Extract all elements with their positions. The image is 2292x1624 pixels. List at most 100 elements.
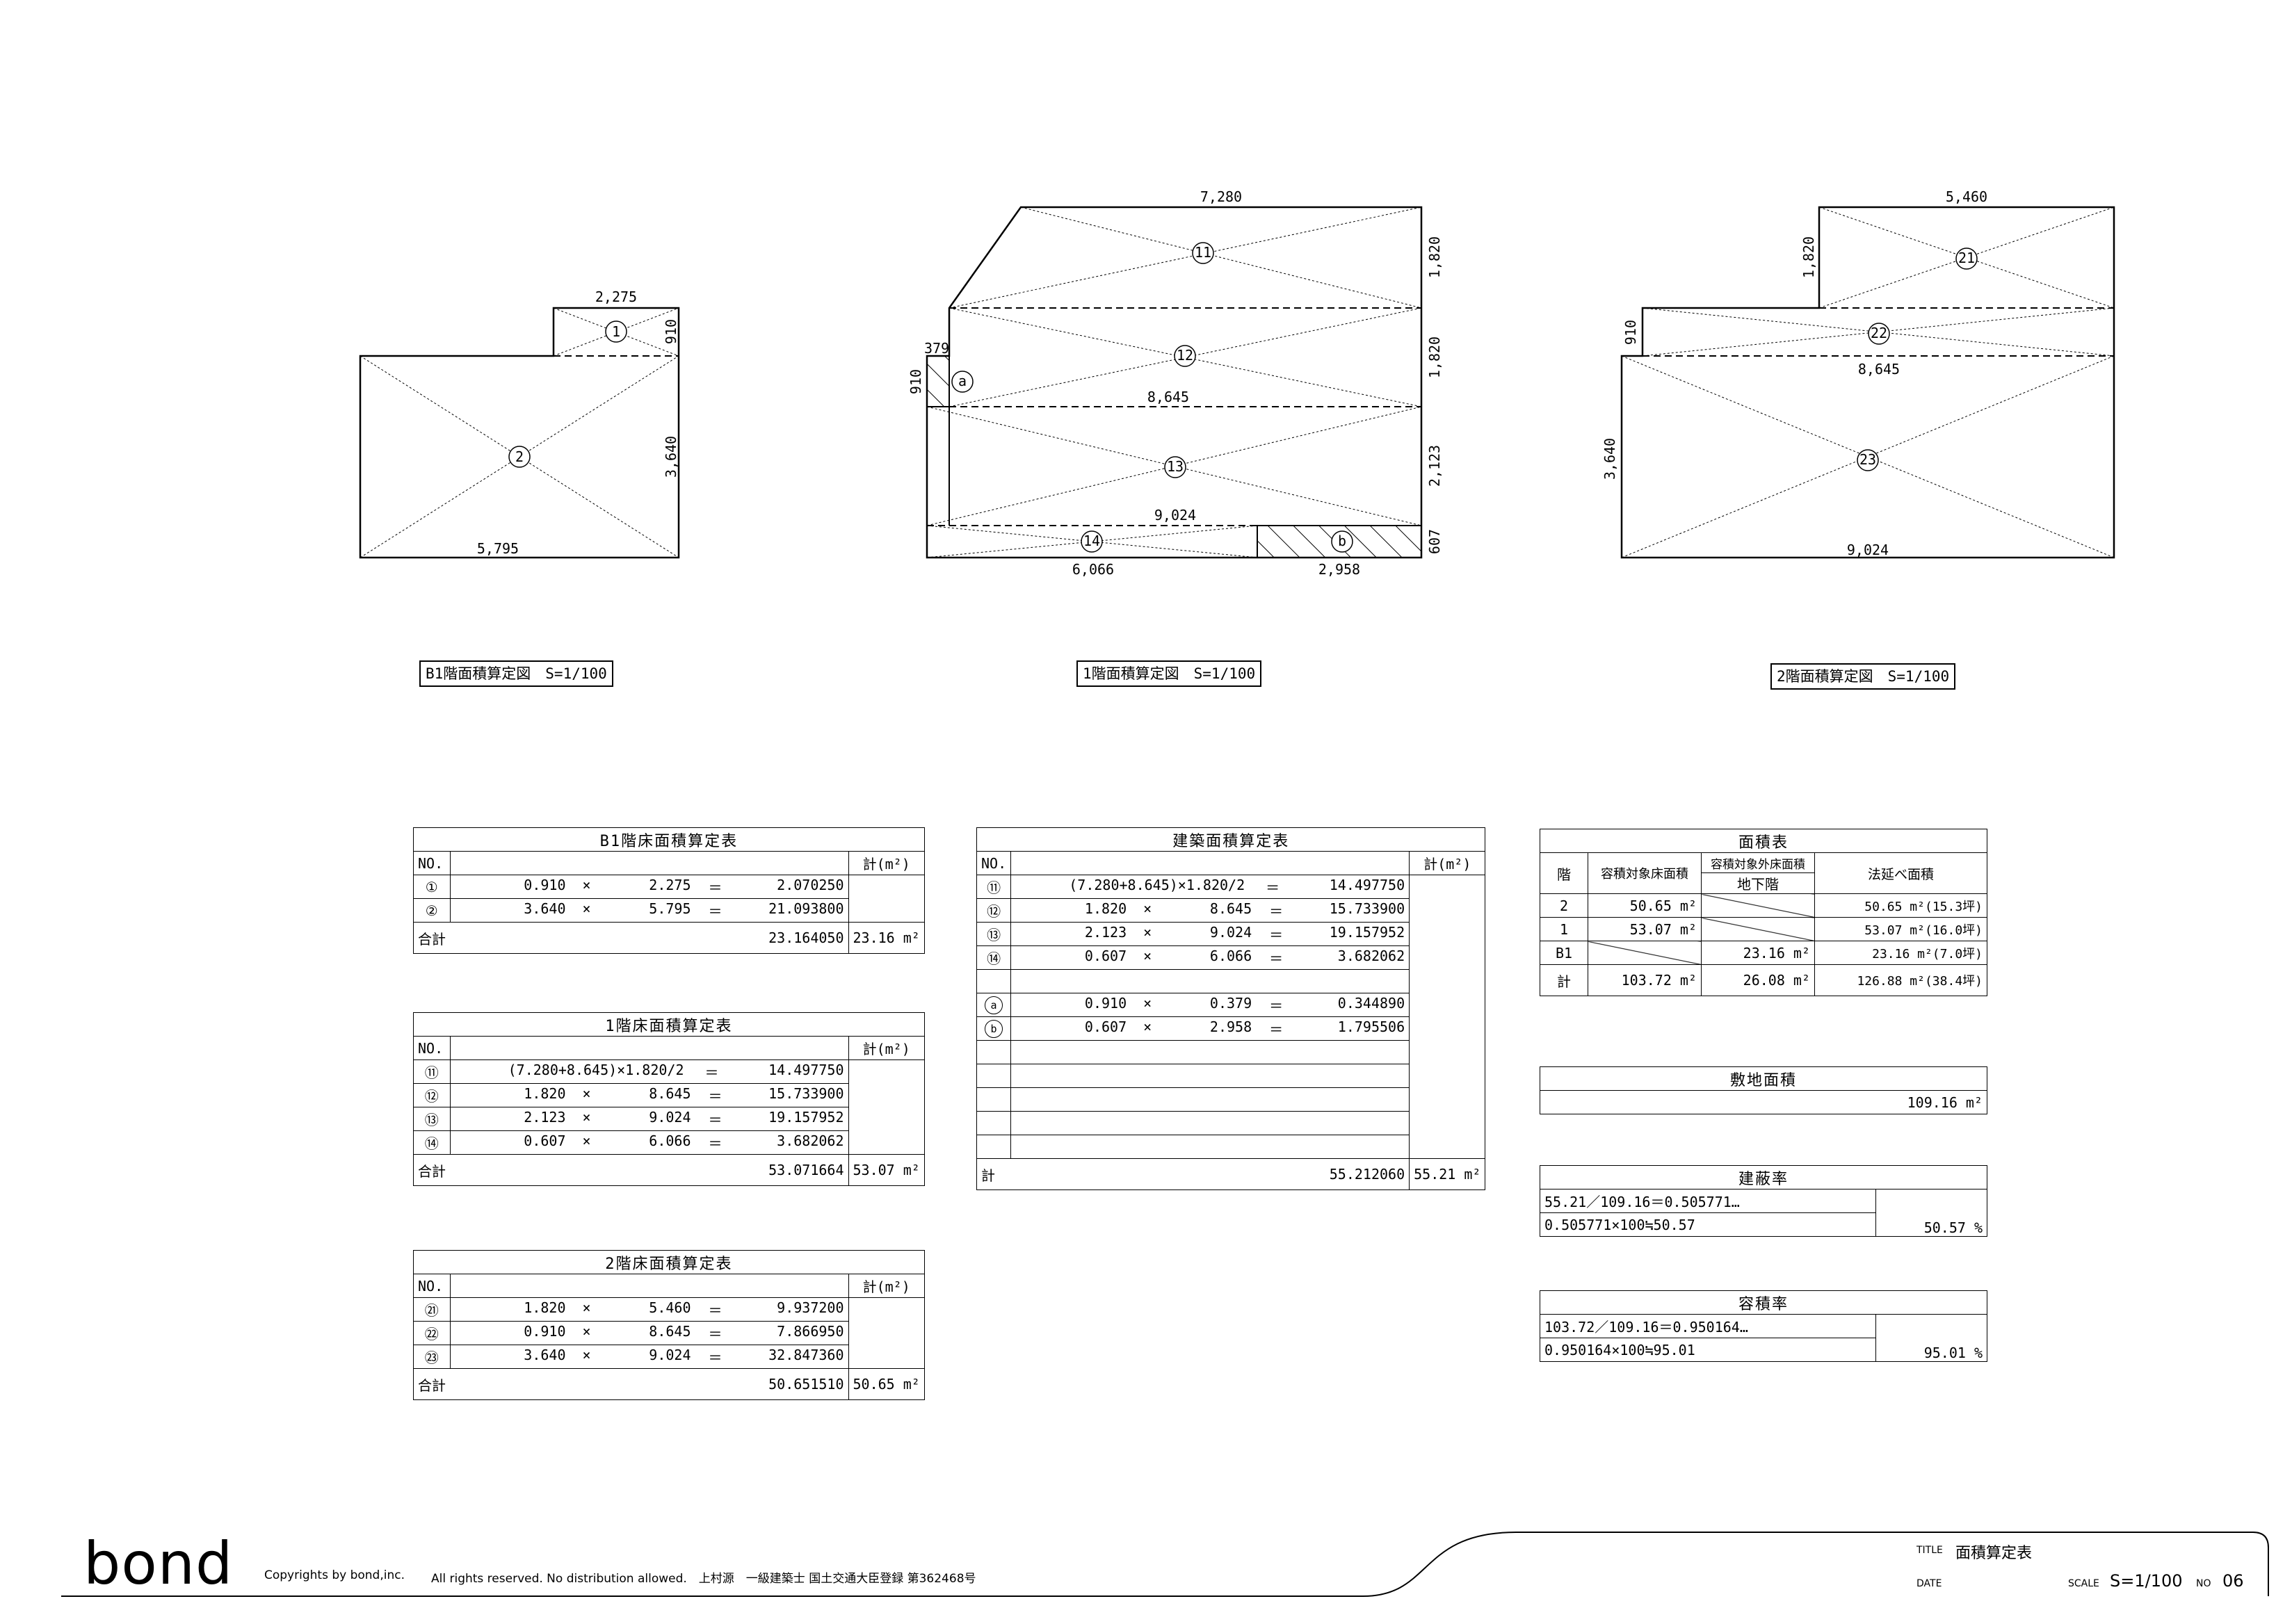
plan-2f-dim-bottom: 9,024 [1847, 542, 1889, 558]
plan-b1 [359, 307, 680, 559]
plan-1f-dim-top: 7,280 [1200, 188, 1242, 205]
plan-1f-dim-r3: 2,123 [1426, 445, 1443, 487]
total-m2: 50.65 m² [848, 1368, 925, 1400]
date-label: DATE [1916, 1578, 1942, 1589]
table-row: ⑪(7.280+8.645)×1.820/2＝14.497750 [976, 875, 1486, 1159]
coverage-ratio-table: 建蔽率 55.21／109.16＝0.505771…50.57 % 0.5057… [1540, 1165, 1987, 1237]
plan-b1-area-2: 2 [515, 448, 524, 465]
site-area-value: 109.16 m² [1540, 1090, 1987, 1114]
total-label: 合計 [413, 922, 450, 954]
table-row [976, 1064, 1485, 1088]
no-label: NO [2196, 1578, 2211, 1589]
col-no: NO. [976, 851, 1012, 875]
col-no: NO. [413, 851, 451, 875]
plan-b1-dim-right: 3,640 [663, 436, 679, 478]
table-row [976, 1111, 1485, 1135]
col-sum: 計(m²) [1409, 851, 1486, 875]
total-value: 50.651510 [450, 1368, 849, 1400]
col-sum: 計(m²) [848, 1036, 925, 1060]
rights-text: All rights reserved. No distribution all… [431, 1572, 976, 1586]
total-m2: 55.21 m² [1409, 1158, 1486, 1190]
plan-1f-dim-left-w: 379 [924, 340, 949, 357]
table-title: 1階床面積算定表 [413, 1012, 925, 1037]
total-label: 計 [976, 1158, 1011, 1190]
plan-1f-area-11: 11 [1195, 244, 1211, 261]
table-title: 敷地面積 [1540, 1066, 1987, 1091]
col-excluded-sub: 地下階 [1701, 872, 1815, 894]
table-row [976, 1135, 1485, 1159]
plan-1f-dim-r2: 1,820 [1426, 336, 1443, 378]
plan-b1-area-1: 1 [612, 323, 620, 340]
drawing-title: 面積算定表 [1955, 1545, 2033, 1562]
plan-1f-sub-a: a [958, 373, 967, 389]
plan-2f-area-22: 22 [1871, 325, 1887, 341]
copyright-text: Copyrights by bond,inc. [264, 1568, 405, 1582]
plan-1f-area-14: 14 [1083, 533, 1100, 549]
col-total: 法延べ面積 [1814, 852, 1987, 894]
total-value: 23.164050 [450, 922, 849, 954]
plan-2f-dim-left: 3,640 [1601, 438, 1618, 480]
table-row: ⑪(7.280+8.645)×1.820/2＝14.497750 [413, 1059, 925, 1155]
scale-label: SCALE [2068, 1578, 2099, 1589]
table-title: 2階床面積算定表 [413, 1250, 925, 1274]
table-row [976, 1040, 1485, 1064]
plan-1f-dim-r1: 1,820 [1426, 236, 1443, 278]
plan-1f-dim-bot1: 6,066 [1072, 561, 1114, 578]
col-excluded: 容積対象外床面積 [1701, 852, 1815, 873]
table-title: 面積表 [1540, 829, 1987, 853]
plan-2f-area-23: 23 [1859, 451, 1876, 468]
total-label: 合計 [413, 1154, 450, 1186]
plan-2f [1620, 206, 2115, 559]
table-title: 容積率 [1540, 1290, 1987, 1315]
col-no: NO. [413, 1274, 451, 1298]
col-floor: 階 [1540, 852, 1588, 894]
building-area-table: 建築面積算定表 NO. 計(m²) ⑪(7.280+8.645)×1.820/2＝… [976, 827, 1486, 1190]
plan-b1-dim-bottom: 5,795 [477, 540, 519, 557]
title-label: TITLE [1916, 1545, 1943, 1556]
plan-2f-label: 2階面積算定図 S=1/100 [1770, 663, 1956, 690]
scale-value: S=1/100 [2110, 1571, 2183, 1591]
plan-1f-dim-mid2: 9,024 [1154, 507, 1196, 523]
table-title: 建蔽率 [1540, 1165, 1987, 1189]
brand-logo: bond [83, 1529, 234, 1598]
table-title: 建築面積算定表 [976, 827, 1486, 852]
col-sum: 計(m²) [848, 1274, 925, 1298]
col-sum: 計(m²) [848, 851, 925, 875]
total-value: 55.212060 [1010, 1158, 1410, 1190]
col-no: NO. [413, 1036, 451, 1060]
plan-1f-dim-mid1: 8,645 [1147, 389, 1189, 405]
total-m2: 23.16 m² [848, 922, 925, 954]
plan-b1-dim-right-small: 910 [663, 319, 679, 344]
plan-1f-dim-bot2: 2,958 [1318, 561, 1360, 578]
sheet-number: 06 [2222, 1571, 2244, 1591]
coverage-line-2: 0.505771×100≒50.57 [1540, 1212, 1876, 1237]
total-value: 53.071664 [450, 1154, 849, 1186]
coverage-value: 50.57 % [1875, 1189, 1987, 1237]
plan-1f-area-13: 13 [1167, 458, 1184, 475]
table-title: B1階床面積算定表 [413, 827, 925, 852]
plan-1f-sub-b: b [1338, 533, 1346, 549]
total-label: 合計 [413, 1368, 450, 1400]
col-target: 容積対象床面積 [1588, 852, 1702, 894]
far-value: 95.01 % [1875, 1314, 1987, 1362]
plan-2f-dim-left-mid: 910 [1622, 320, 1639, 345]
coverage-line-1: 55.21／109.16＝0.505771… [1540, 1189, 1876, 1213]
